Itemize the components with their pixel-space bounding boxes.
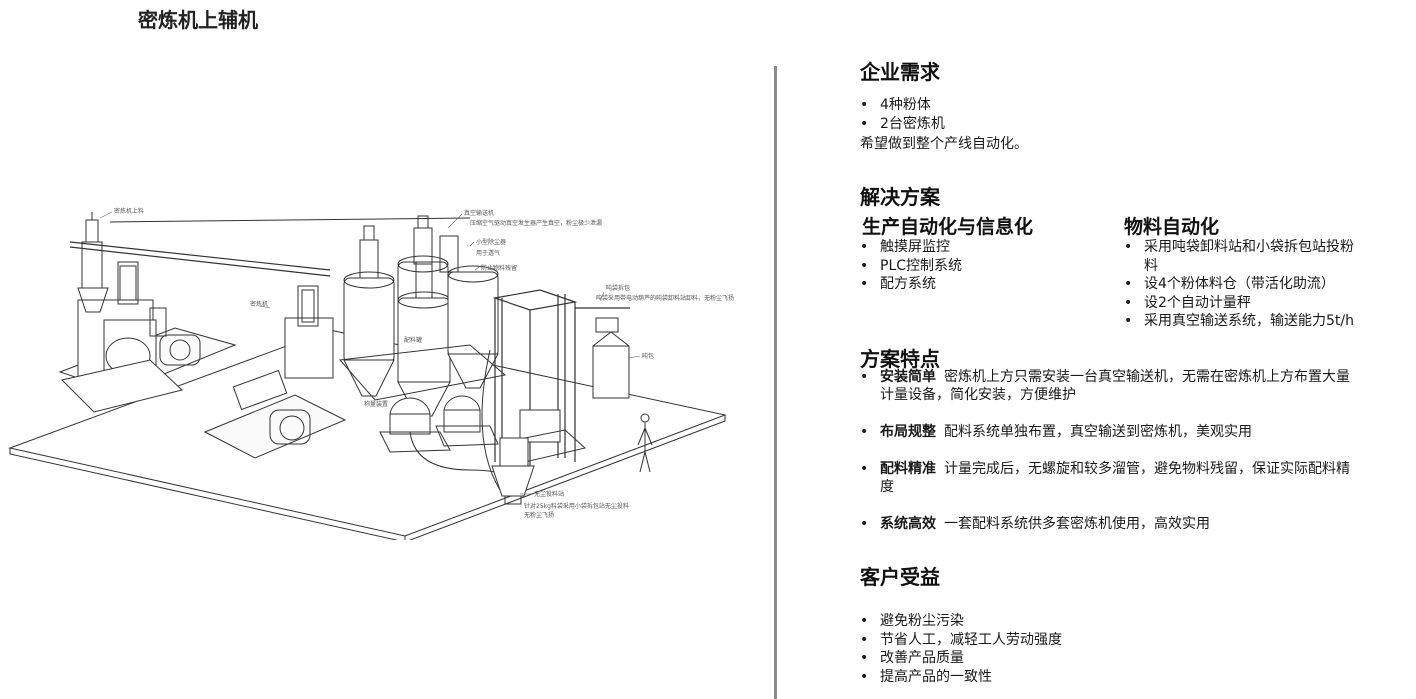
list-item: 提高产品的一致性 (860, 668, 1062, 687)
demand-heading: 企业需求 (860, 60, 940, 84)
material-heading: 物料自动化 (1124, 216, 1220, 238)
drawing-label: 吨包 (642, 352, 654, 360)
drawing-label: 无粉尘飞扬 (524, 511, 554, 519)
list-item: 设4个粉体料仓（带活化助流） (1124, 275, 1354, 294)
feature-text: 计量完成后，无螺旋和较多溜管，避免物料残留，保证实际配料精度 (880, 461, 1350, 495)
drawing-label: 针对25kg料袋采用小袋拆包站无尘投料 (524, 502, 629, 510)
feature-title: 布局规整 (880, 424, 936, 440)
feature-title: 安装简单 (880, 369, 936, 385)
feature-item: • 安装简单密炼机上方只需安装一台真空输送机，无需在密炼机上方布置大量计量设备，… (860, 369, 1350, 403)
benefits-heading: 客户受益 (860, 565, 940, 589)
page-title: 密炼机上辅机 (138, 8, 258, 32)
demand-note: 希望做到整个产线自动化。 (860, 136, 1028, 152)
list-item: 采用吨袋卸料站和小袋拆包站投粉料 (1124, 238, 1354, 275)
list-item: 改善产品质量 (860, 649, 1062, 668)
list-item: 避免粉尘污染 (860, 612, 1062, 631)
feature-item: • 配料精准计量完成后，无螺旋和较多溜管，避免物料残留，保证实际配料精度 (860, 461, 1350, 495)
solution-heading: 解决方案 (860, 185, 940, 209)
feature-title: 配料精准 (880, 461, 936, 477)
feature-item: • 布局规整配料系统单独布置，真空输送到密炼机，美观实用 (860, 424, 1252, 440)
drawing-label: 密炼机上料 (114, 207, 144, 215)
vertical-divider (774, 66, 777, 699)
drawing-label: 防止物料残留 (481, 264, 517, 272)
feature-title: 系统高效 (880, 516, 936, 532)
feature-text: 配料系统单独布置，真空输送到密炼机，美观实用 (944, 424, 1252, 440)
list-item: 触摸屏监控 (860, 238, 1110, 257)
drawing-label: 无尘投料站 (534, 490, 564, 498)
drawing-label: 小型除尘器 (476, 238, 506, 246)
drawing-label: 配料罐 (404, 336, 422, 344)
list-item: 采用真空输送系统，输送能力5t/h (1124, 312, 1354, 331)
drawing-label: 用于透气 (476, 249, 500, 257)
automation-list: 触摸屏监控 PLC控制系统 配方系统 (860, 238, 1110, 294)
demand-list: 4种粉体 2台密炼机 (860, 96, 945, 133)
benefits-list: 避免粉尘污染 节省人工，减轻工人劳动强度 改善产品质量 提高产品的一致性 (860, 612, 1062, 686)
material-list: 采用吨袋卸料站和小袋拆包站投粉料 设4个粉体料仓（带活化助流） 设2个自动计量秤… (1124, 238, 1354, 331)
list-item: PLC控制系统 (860, 257, 1110, 276)
feature-text: 一套配料系统供多套密炼机使用，高效实用 (944, 516, 1210, 532)
equipment-layout-drawing: 密炼机上料 真空输送机 压缩空气驱动真空发生器产生真空，粉尘极少泄漏 小型除尘器… (8, 207, 734, 540)
drawing-label: 压缩空气驱动真空发生器产生真空，粉尘极少泄漏 (470, 219, 602, 227)
automation-heading: 生产自动化与信息化 (862, 216, 1034, 238)
drawing-label: 真空输送机 (464, 209, 494, 217)
list-item: 节省人工，减轻工人劳动强度 (860, 631, 1062, 650)
list-item: 2台密炼机 (860, 115, 945, 134)
list-item: 4种粉体 (860, 96, 945, 115)
drawing-label: 称量装置 (364, 400, 388, 408)
feature-text: 密炼机上方只需安装一台真空输送机，无需在密炼机上方布置大量计量设备，简化安装，方… (880, 369, 1350, 403)
features-heading: 方案特点 (860, 347, 940, 371)
drawing-label: 密炼机 (250, 300, 268, 308)
feature-item: • 系统高效一套配料系统供多套密炼机使用，高效实用 (860, 516, 1210, 532)
list-item: 设2个自动计量秤 (1124, 294, 1354, 313)
drawing-label: 吨袋拆包 (606, 284, 630, 292)
drawing-label: 吨袋采用带电动葫芦的吨袋卸料站卸料，无粉尘飞扬 (596, 294, 734, 302)
list-item: 配方系统 (860, 275, 1110, 294)
